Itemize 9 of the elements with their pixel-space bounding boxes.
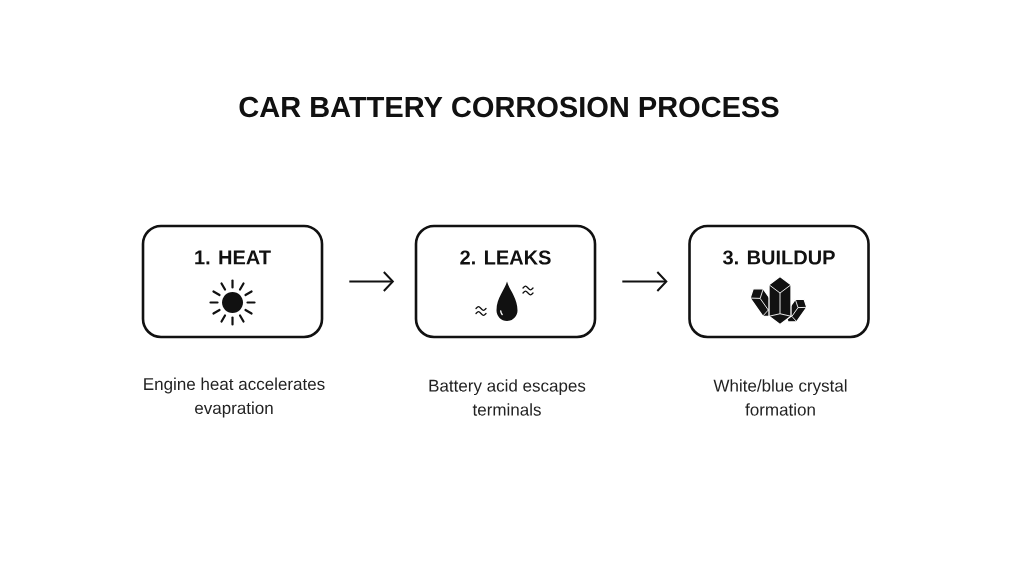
arrow [348,271,395,292]
caption-text: Battery acid escapes terminals [429,379,586,416]
caption-text: Engine heat accelerates evapration [144,377,325,418]
caption-text: White/blue crystal formation [713,379,847,416]
process-box: 1. HEAT [141,224,324,339]
process-box: 2. LEAKS [414,224,597,339]
arrow [621,271,668,292]
title: CAR BATTERY CORROSION PROCESS [239,96,779,118]
process-box: 3. BUILDUP [688,224,870,339]
